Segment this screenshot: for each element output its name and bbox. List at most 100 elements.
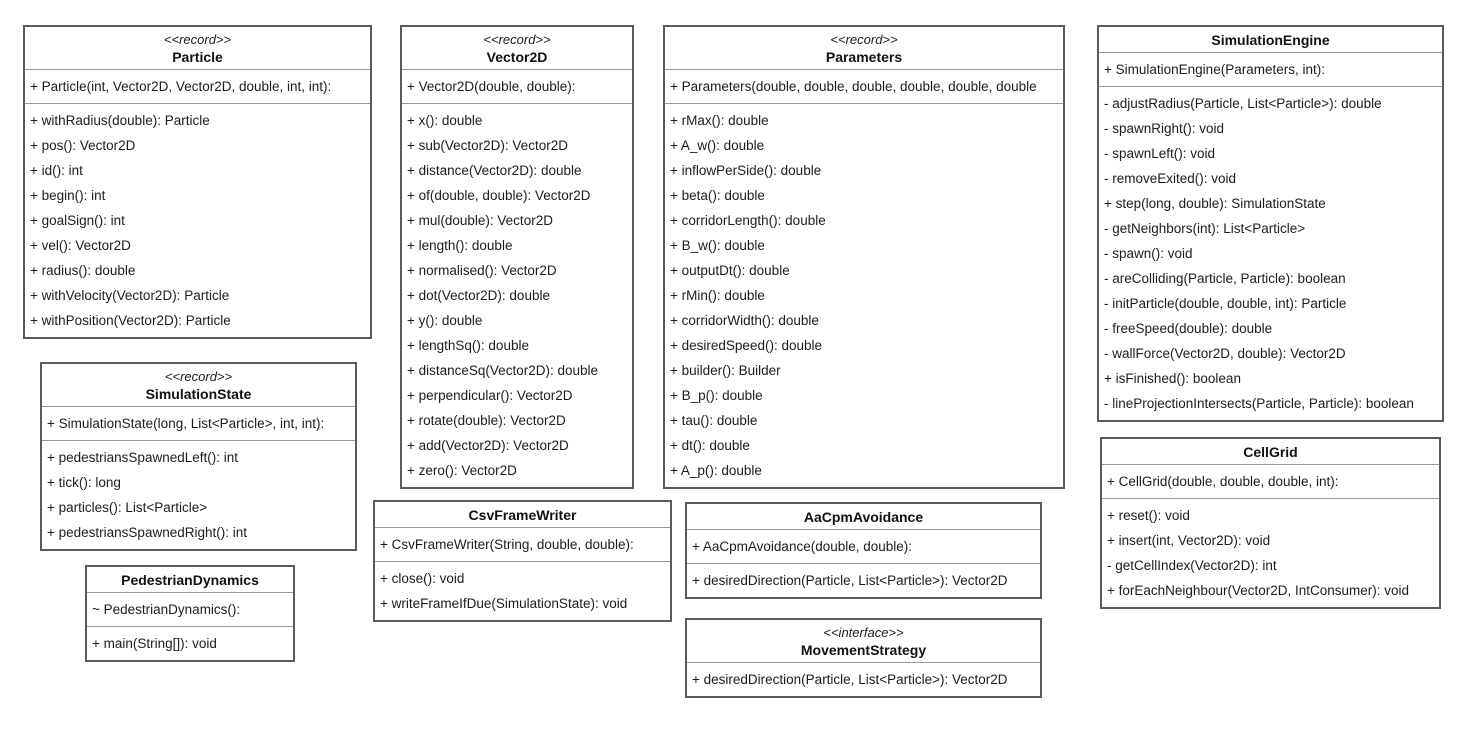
member-row: + distanceSq(Vector2D): double — [407, 363, 598, 378]
method-compartment: + pedestriansSpawnedLeft(): int+ tick():… — [42, 440, 355, 549]
member-row: + close(): void — [380, 571, 465, 586]
class-name: CsvFrameWriter — [468, 507, 577, 523]
member-row: - getCellIndex(Vector2D): int — [1107, 558, 1277, 573]
member-row: + A_p(): double — [670, 463, 762, 478]
member-row: + desiredDirection(Particle, List<Partic… — [692, 672, 1008, 687]
method-compartment: + reset(): void+ insert(int, Vector2D): … — [1102, 498, 1439, 607]
member-row: + length(): double — [407, 238, 513, 253]
class-title: SimulationEngine — [1099, 27, 1442, 52]
member-row: + lengthSq(): double — [407, 338, 529, 353]
member-row: + AaCpmAvoidance(double, double): — [692, 539, 913, 554]
member-row: + insert(int, Vector2D): void — [1107, 533, 1271, 548]
member-row: + mul(double): Vector2D — [407, 213, 553, 228]
class-cellgrid[interactable]: CellGrid + CellGrid(double, double, doub… — [1100, 437, 1441, 609]
class-title: CsvFrameWriter — [375, 502, 670, 527]
member-row: + B_w(): double — [670, 238, 765, 253]
method-compartment: + desiredDirection(Particle, List<Partic… — [687, 563, 1040, 597]
class-name: PedestrianDynamics — [121, 572, 259, 588]
member-row: + zero(): Vector2D — [407, 463, 517, 478]
member-row: + perpendicular(): Vector2D — [407, 388, 573, 403]
member-row: + rMin(): double — [670, 288, 765, 303]
class-stereotype: <<record>> — [164, 369, 233, 384]
class-movementstrategy[interactable]: <<interface>> MovementStrategy + desired… — [685, 618, 1042, 698]
member-row: + SimulationState(long, List<Particle>, … — [47, 416, 325, 431]
class-title: <<record>> SimulationState — [42, 364, 355, 406]
member-row: + isFinished(): boolean — [1104, 371, 1241, 386]
class-title: <<interface>> MovementStrategy — [687, 620, 1040, 662]
constructor-compartment: + AaCpmAvoidance(double, double): — [687, 529, 1040, 563]
member-row: - getNeighbors(int): List<Particle> — [1104, 221, 1306, 236]
member-row: + Particle(int, Vector2D, Vector2D, doub… — [30, 79, 332, 94]
class-name: Parameters — [825, 49, 903, 65]
method-compartment: + rMax(): double + A_w(): double + inflowP… — [665, 103, 1063, 487]
member-row: + begin(): int — [30, 188, 106, 203]
member-row: + pedestriansSpawnedRight(): int — [47, 525, 247, 540]
constructor-compartment: ~ PedestrianDynamics(): — [87, 592, 293, 626]
member-row: + main(String[]): void — [92, 636, 217, 651]
class-pedestriandynamics[interactable]: PedestrianDynamics ~ PedestrianDynamics(… — [85, 565, 295, 662]
constructor-compartment: + CellGrid(double, double, double, int): — [1102, 464, 1439, 498]
member-row: + builder(): Builder — [670, 363, 781, 378]
member-row: ~ PedestrianDynamics(): — [92, 602, 241, 617]
class-name: MovementStrategy — [800, 642, 927, 658]
class-title: <<record>> Vector2D — [402, 27, 632, 69]
member-row: + of(double, double): Vector2D — [407, 188, 591, 203]
member-row: + x(): double — [407, 113, 483, 128]
member-row: + withPosition(Vector2D): Particle — [30, 313, 231, 328]
class-aacpmavoidance[interactable]: AaCpmAvoidance + AaCpmAvoidance(double, … — [685, 502, 1042, 599]
class-title: PedestrianDynamics — [87, 567, 293, 592]
member-row: - initParticle(double, double, int): Par… — [1104, 296, 1347, 311]
class-vector2d[interactable]: <<record>> Vector2D + Vector2D(double, d… — [400, 25, 634, 489]
member-row: + outputDt(): double — [670, 263, 790, 278]
member-row: + normalised(): Vector2D — [407, 263, 557, 278]
method-compartment: - adjustRadius(Particle, List<Particle>)… — [1099, 86, 1442, 420]
class-csvframewriter[interactable]: CsvFrameWriter + CsvFrameWriter(String, … — [373, 500, 672, 622]
member-row: + add(Vector2D): Vector2D — [407, 438, 569, 453]
member-row: + step(long, double): SimulationState — [1104, 196, 1326, 211]
class-name: Particle — [172, 49, 223, 65]
member-row: + pos(): Vector2D — [30, 138, 136, 153]
member-row: + distance(Vector2D): double — [407, 163, 582, 178]
class-name: SimulationState — [145, 386, 252, 402]
member-row: + withRadius(double): Particle — [30, 113, 210, 128]
class-stereotype: <<record>> — [483, 32, 551, 47]
member-row: + Parameters(double, double, double, dou… — [670, 79, 1037, 94]
member-row: + tick(): long — [47, 475, 121, 490]
constructor-compartment: + SimulationState(long, List<Particle>, … — [42, 406, 355, 440]
member-row: + corridorLength(): double — [670, 213, 826, 228]
member-row: + rotate(double): Vector2D — [407, 413, 566, 428]
member-row: + withVelocity(Vector2D): Particle — [30, 288, 230, 303]
constructor-compartment: + Vector2D(double, double): — [402, 69, 632, 103]
member-row: + desiredSpeed(): double — [670, 338, 822, 353]
member-row: - lineProjectionIntersects(Particle, Par… — [1104, 396, 1414, 411]
member-row: + rMax(): double — [670, 113, 769, 128]
class-parameters[interactable]: <<record>> Parameters + Parameters(doubl… — [663, 25, 1065, 489]
member-row: - spawnRight(): void — [1104, 121, 1225, 136]
member-row: + inflowPerSide(): double — [670, 163, 822, 178]
member-row: - removeExited(): void — [1104, 171, 1237, 186]
member-row: + dot(Vector2D): double — [407, 288, 550, 303]
member-row: + radius(): double — [30, 263, 136, 278]
member-row: + id(): int — [30, 163, 83, 178]
class-name: SimulationEngine — [1211, 32, 1330, 48]
member-row: + particles(): List<Particle> — [47, 500, 208, 515]
class-stereotype: <<interface>> — [823, 625, 904, 640]
member-row: + tau(): double — [670, 413, 758, 428]
class-name: CellGrid — [1243, 444, 1298, 460]
class-title: AaCpmAvoidance — [687, 504, 1040, 529]
method-compartment: + close(): void+ writeFrameIfDue(Simulat… — [375, 561, 670, 620]
member-row: + dt(): double — [670, 438, 750, 453]
class-title: CellGrid — [1102, 439, 1439, 464]
member-row: - wallForce(Vector2D, double): Vector2D — [1104, 346, 1346, 361]
class-particle[interactable]: <<record>> Particle + Particle(int, Vect… — [23, 25, 372, 339]
member-row: + SimulationEngine(Parameters, int): — [1104, 62, 1325, 77]
method-compartment: + x(): double+ sub(Vector2D): Vector2D+ … — [402, 103, 632, 487]
class-simulationstate[interactable]: <<record>> SimulationState + SimulationS… — [40, 362, 357, 551]
member-row: - spawn(): void — [1104, 246, 1193, 261]
method-compartment: + desiredDirection(Particle, List<Partic… — [687, 662, 1040, 696]
member-row: + desiredDirection(Particle, List<Partic… — [692, 573, 1008, 588]
member-row: - spawnLeft(): void — [1104, 146, 1216, 161]
class-simulationengine[interactable]: SimulationEngine + SimulationEngine(Para… — [1097, 25, 1444, 422]
member-row: + beta(): double — [670, 188, 765, 203]
member-row: + A_w(): double — [670, 138, 765, 153]
